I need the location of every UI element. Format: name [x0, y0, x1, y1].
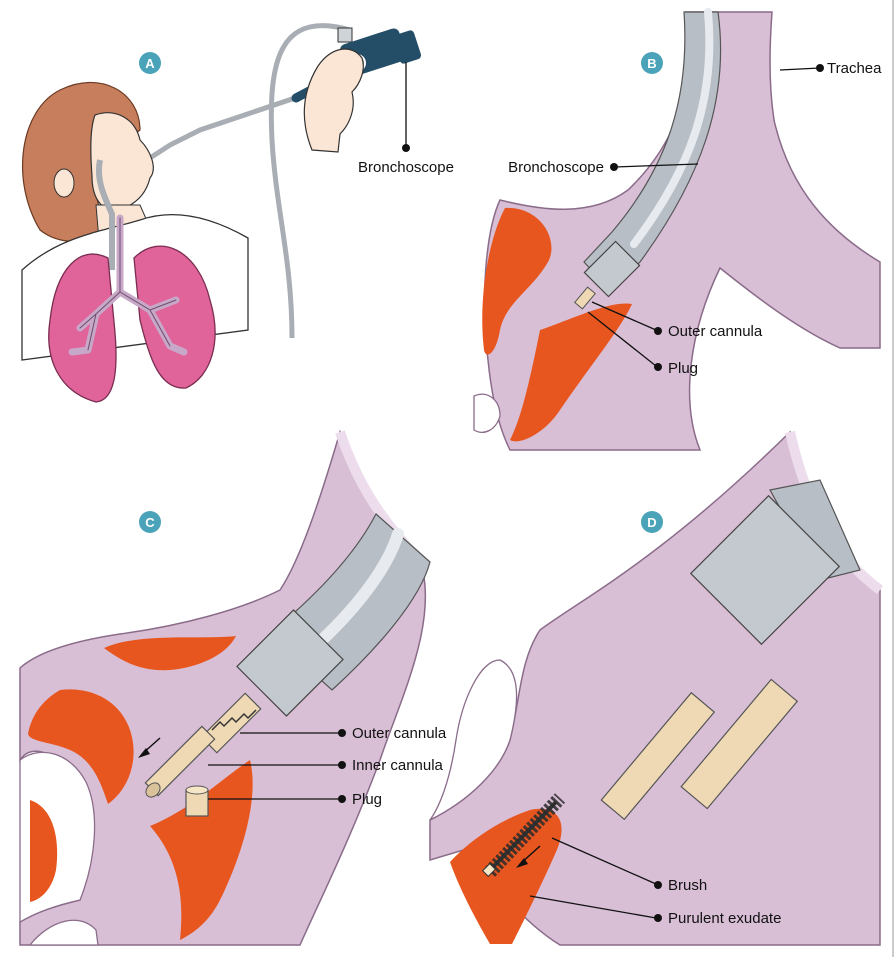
panel-c: C [20, 432, 447, 945]
panel-a-badge: A [139, 52, 161, 74]
panel-d-brush-label: Brush [668, 877, 707, 894]
panel-b-badge: B [641, 52, 663, 74]
plug-icon-c [186, 786, 208, 816]
panel-b-trachea-label: Trachea [827, 60, 882, 77]
panel-a-bronchoscope-leader: Bronchoscope [358, 62, 454, 176]
panel-a: A Bronchoscope [22, 26, 454, 402]
panel-b-bronchoscope-label: Bronchoscope [508, 159, 604, 176]
hand [304, 49, 363, 152]
panel-b-outer-cannula-label: Outer cannula [668, 323, 763, 340]
svg-text:D: D [647, 515, 656, 530]
panel-d: D Brush [430, 432, 880, 945]
panel-c-outer-cannula-label: Outer cannula [352, 725, 447, 742]
panel-c-inner-cannula-label: Inner cannula [352, 757, 444, 774]
panel-b-trachea-leader: Trachea [780, 60, 882, 77]
panel-c-badge: C [139, 511, 161, 533]
panel-c-plug-label: Plug [352, 791, 382, 808]
svg-text:B: B [647, 56, 656, 71]
panel-b: B Trachea Bronchoscope [474, 12, 882, 450]
panel-b-plug-label: Plug [668, 360, 698, 377]
panel-a-bronchoscope-label: Bronchoscope [358, 159, 454, 176]
patient [22, 82, 248, 402]
svg-text:C: C [145, 515, 155, 530]
panel-d-badge: D [641, 511, 663, 533]
panel-d-purulent-exudate-label: Purulent exudate [668, 910, 781, 927]
svg-text:A: A [145, 56, 155, 71]
